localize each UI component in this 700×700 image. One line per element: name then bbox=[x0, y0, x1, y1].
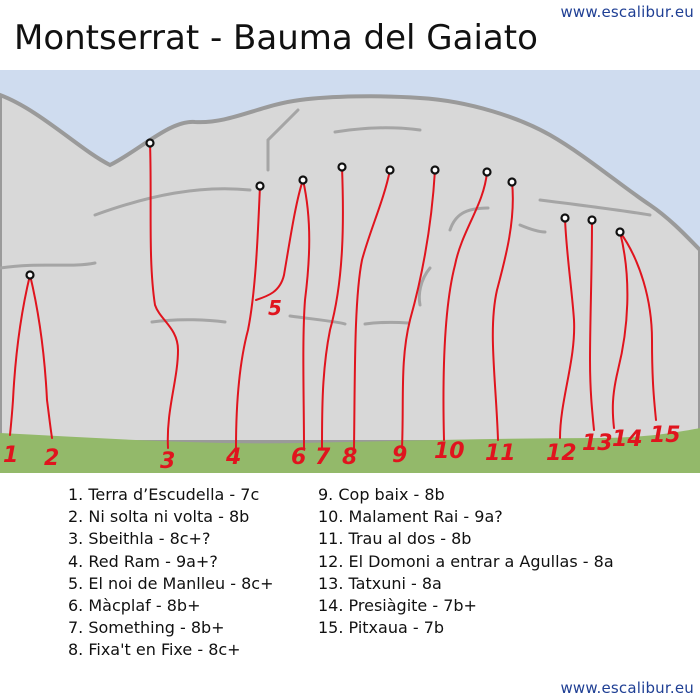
route-label-10: 10 bbox=[434, 439, 465, 464]
route-label-14: 14 bbox=[612, 427, 643, 452]
route-legend-column-2: 9. Cop baix - 8b 10. Malament Rai - 9a? … bbox=[318, 484, 614, 639]
route-line-8 bbox=[353, 169, 391, 449]
route-label-13: 13 bbox=[582, 431, 613, 456]
anchor-13 bbox=[587, 215, 597, 225]
grass-band bbox=[0, 428, 700, 473]
legend-item: 9. Cop baix - 8b bbox=[318, 485, 445, 504]
route-line-13 bbox=[588, 219, 595, 431]
route-label-11: 11 bbox=[485, 441, 516, 466]
route-label-1: 1 bbox=[3, 443, 18, 468]
route-line-3 bbox=[149, 142, 180, 449]
legend-item: 3. Sbeithla - 8c+? bbox=[68, 529, 211, 549]
anchor-12 bbox=[560, 213, 570, 223]
crag-topo-diagram: 1 2 3 4 5 6 7 8 9 10 11 12 13 14 15 bbox=[0, 70, 700, 473]
anchor-14-15 bbox=[615, 227, 625, 237]
route-line-11 bbox=[491, 181, 514, 441]
rock-features bbox=[0, 108, 652, 326]
route-label-4: 4 bbox=[225, 445, 241, 470]
legend-item: 7. Something - 8b+ bbox=[68, 618, 225, 638]
anchor-3 bbox=[145, 138, 155, 148]
route-line-15 bbox=[619, 231, 657, 421]
legend-item: 13. Tatxuni - 8a bbox=[318, 573, 442, 593]
rock-face bbox=[0, 92, 700, 444]
route-label-8: 8 bbox=[342, 445, 357, 470]
anchor-5-6 bbox=[298, 175, 308, 185]
legend-item: 10. Malament Rai - 9a? bbox=[318, 507, 503, 527]
anchor-9 bbox=[430, 165, 440, 175]
route-label-5: 5 bbox=[268, 296, 282, 320]
route-anchors bbox=[25, 138, 625, 280]
legend-item: 15. Pitxaua - 7b bbox=[318, 618, 445, 638]
route-number-labels: 1 2 3 4 5 6 7 8 9 10 11 12 13 14 15 bbox=[3, 296, 681, 473]
route-line-1 bbox=[9, 274, 31, 436]
anchor-1-2 bbox=[25, 270, 35, 280]
route-lines bbox=[9, 142, 657, 449]
legend-item: 2. Ni solta ni volta - 8b bbox=[68, 507, 250, 527]
anchor-8 bbox=[385, 165, 395, 175]
route-line-9 bbox=[401, 169, 436, 449]
legend-item: 11. Trau al dos - 8b bbox=[318, 529, 472, 549]
route-line-10 bbox=[442, 171, 488, 441]
anchor-10 bbox=[482, 167, 492, 177]
route-line-2 bbox=[29, 274, 53, 439]
route-label-3: 3 bbox=[160, 449, 175, 473]
route-line-4 bbox=[235, 185, 261, 449]
legend-item: 4. Red Ram - 9a+? bbox=[68, 551, 218, 571]
route-line-6 bbox=[302, 179, 311, 449]
route-legend-column-1: 1. Terra d’Escudella - 7c 2. Ni solta ni… bbox=[68, 484, 274, 662]
route-label-9: 9 bbox=[392, 443, 407, 468]
legend-item: 6. Màcplaf - 8b+ bbox=[68, 595, 201, 615]
anchor-11 bbox=[507, 177, 517, 187]
route-label-7: 7 bbox=[315, 445, 331, 470]
route-label-15: 15 bbox=[650, 423, 681, 448]
legend-item: 8. Fixa't en Fixe - 8c+ bbox=[68, 640, 241, 660]
website-link-top[interactable]: www.escalibur.eu bbox=[560, 3, 694, 21]
website-link-bottom[interactable]: www.escalibur.eu bbox=[560, 679, 694, 697]
route-label-2: 2 bbox=[44, 446, 59, 471]
page-title: Montserrat - Bauma del Gaiato bbox=[14, 18, 538, 58]
anchor-7 bbox=[337, 162, 347, 172]
route-line-12 bbox=[559, 217, 576, 439]
legend-item: 14. Presiàgite - 7b+ bbox=[318, 595, 477, 615]
route-line-5 bbox=[255, 179, 304, 301]
legend-item: 5. El noi de Manlleu - 8c+ bbox=[68, 573, 274, 593]
legend-item: 1. Terra d’Escudella - 7c bbox=[68, 485, 260, 504]
route-label-6: 6 bbox=[291, 445, 306, 470]
anchor-4 bbox=[255, 181, 265, 191]
route-line-7 bbox=[321, 166, 344, 449]
legend-item: 12. El Domoni a entrar a Agullas - 8a bbox=[318, 551, 614, 571]
route-line-14 bbox=[611, 231, 629, 429]
route-label-12: 12 bbox=[546, 441, 577, 466]
